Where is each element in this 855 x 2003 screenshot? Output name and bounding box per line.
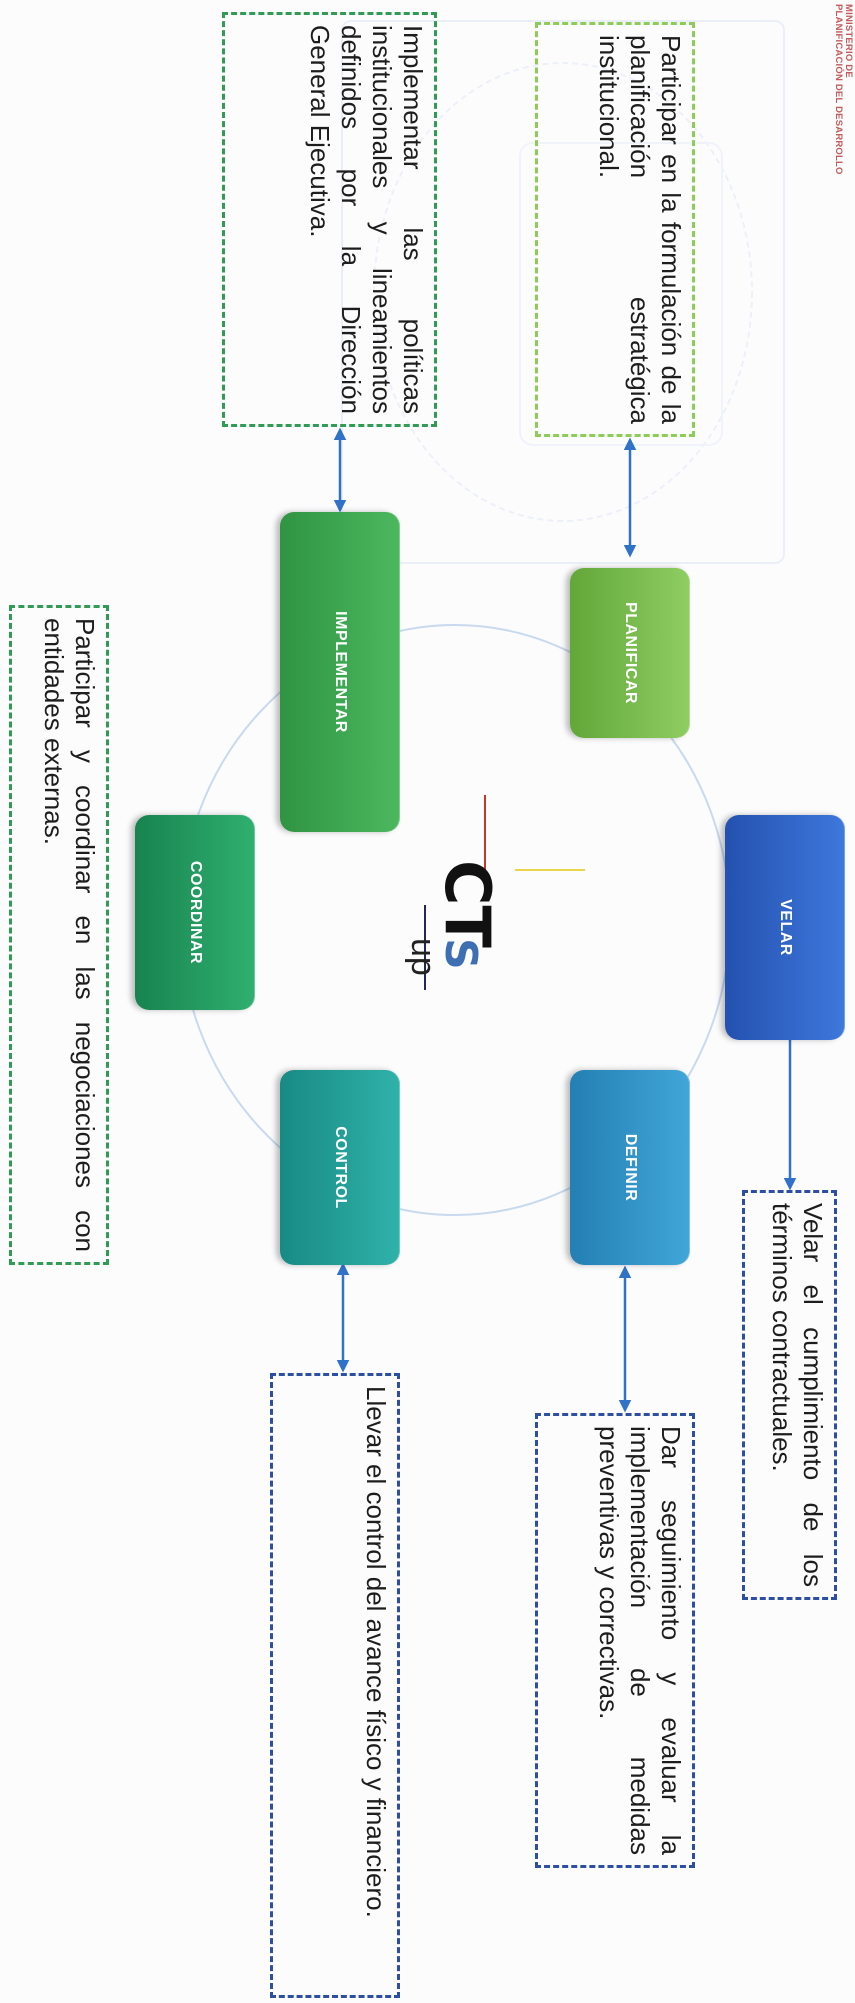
node-control: CONTROL — [280, 1070, 400, 1265]
desc-coordinar: Participar y coordinar en las negociacio… — [9, 605, 109, 1265]
desc-control-text: Llevar el control del avance físico y fi… — [361, 1386, 391, 1918]
node-planificar-label: PLANIFICAR — [622, 602, 639, 704]
node-coordinar-label: COORDINAR — [187, 860, 204, 965]
desc-velar: Velar el cumplimiento de los términos co… — [742, 1190, 837, 1600]
desc-velar-text: Velar el cumplimiento de los términos co… — [767, 1203, 828, 1587]
desc-definir-text: Dar seguimiento y evaluar la implementac… — [594, 1426, 686, 1855]
desc-implementar: Implementar las políticas institucionale… — [222, 12, 437, 427]
node-planificar: PLANIFICAR — [570, 568, 690, 738]
desc-planificar-text: Participar en la formulación de la plani… — [594, 35, 686, 424]
desc-coordinar-text: Participar y coordinar en las negociacio… — [39, 618, 100, 1252]
node-definir: DEFINIR — [570, 1070, 690, 1265]
logo-up-text: up — [404, 938, 442, 976]
node-implementar-label: IMPLEMENTAR — [332, 611, 349, 733]
node-definir-label: DEFINIR — [622, 1133, 639, 1202]
node-control-label: CONTROL — [332, 1126, 349, 1209]
node-velar-label: VELAR — [777, 899, 794, 956]
logo-s-text: S — [435, 938, 486, 970]
desc-implementar-text: Implementar las políticas institucionale… — [305, 25, 428, 414]
node-velar: VELAR — [725, 815, 845, 1040]
node-implementar: IMPLEMENTAR — [280, 512, 400, 832]
desc-definir: Dar seguimiento y evaluar la implementac… — [535, 1413, 695, 1868]
desc-planificar: Participar en la formulación de la plani… — [535, 22, 695, 437]
node-coordinar: COORDINAR — [135, 815, 255, 1010]
logo-ct-text: CT — [431, 860, 504, 948]
desc-control: Llevar el control del avance físico y fi… — [270, 1373, 400, 1998]
ctsup-logo: CT S up — [404, 842, 530, 1007]
